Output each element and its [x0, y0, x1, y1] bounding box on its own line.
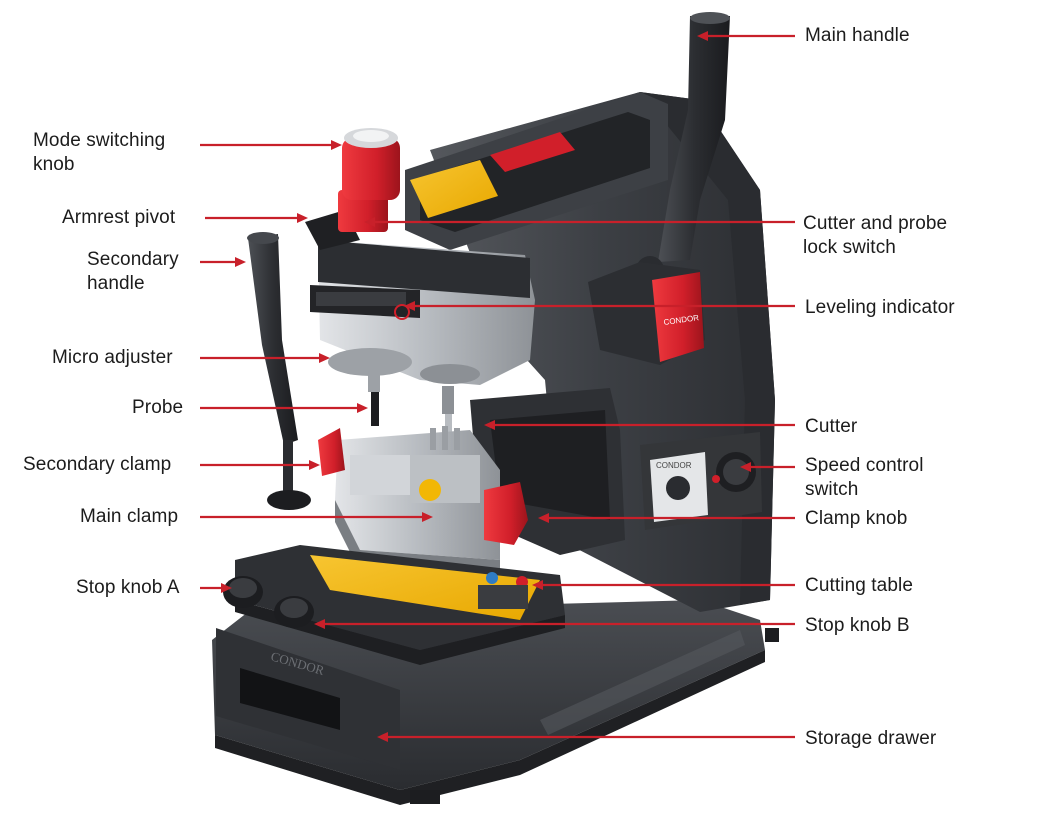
secondary-handle: [247, 232, 311, 510]
label-cutter-probe-lock-line1: Cutter and probe: [803, 213, 948, 234]
main-handle-hub: CONDOR: [588, 262, 705, 365]
label-mode-switching-knob-line2: knob: [33, 154, 75, 175]
label-secondary-handle-line1: Secondary: [87, 249, 179, 270]
label-speed-control-line2: switch: [805, 479, 859, 500]
label-cutting-table: Cutting table: [805, 575, 913, 596]
label-stop-knob-b: Stop knob B: [805, 615, 910, 636]
label-stop-knob-a: Stop knob A: [76, 577, 180, 598]
label-probe: Probe: [132, 397, 184, 418]
label-secondary-clamp: Secondary clamp: [23, 454, 172, 475]
cutting-head: [305, 210, 535, 385]
label-secondary-handle-line2: handle: [87, 273, 145, 294]
label-main-clamp: Main clamp: [80, 506, 179, 527]
label-speed-control-line1: Speed control: [805, 455, 924, 476]
label-cutter: Cutter: [805, 416, 858, 437]
stop-knobs: [223, 576, 314, 628]
label-leveling-indicator: Leveling indicator: [805, 297, 955, 318]
label-mode-switching-knob-line1: Mode switching: [33, 130, 166, 151]
probe-and-cutter: [368, 370, 454, 440]
leader-lines: [200, 31, 795, 742]
label-cutter-probe-lock-line2: lock switch: [803, 237, 896, 258]
label-clamp-knob: Clamp knob: [805, 508, 908, 529]
label-micro-adjuster: Micro adjuster: [52, 347, 173, 368]
panel-brand: CONDOR: [656, 461, 692, 470]
label-storage-drawer: Storage drawer: [805, 728, 937, 749]
mode-switching-knob: [338, 128, 400, 232]
label-armrest-pivot: Armrest pivot: [62, 207, 176, 228]
label-main-handle: Main handle: [805, 25, 910, 46]
